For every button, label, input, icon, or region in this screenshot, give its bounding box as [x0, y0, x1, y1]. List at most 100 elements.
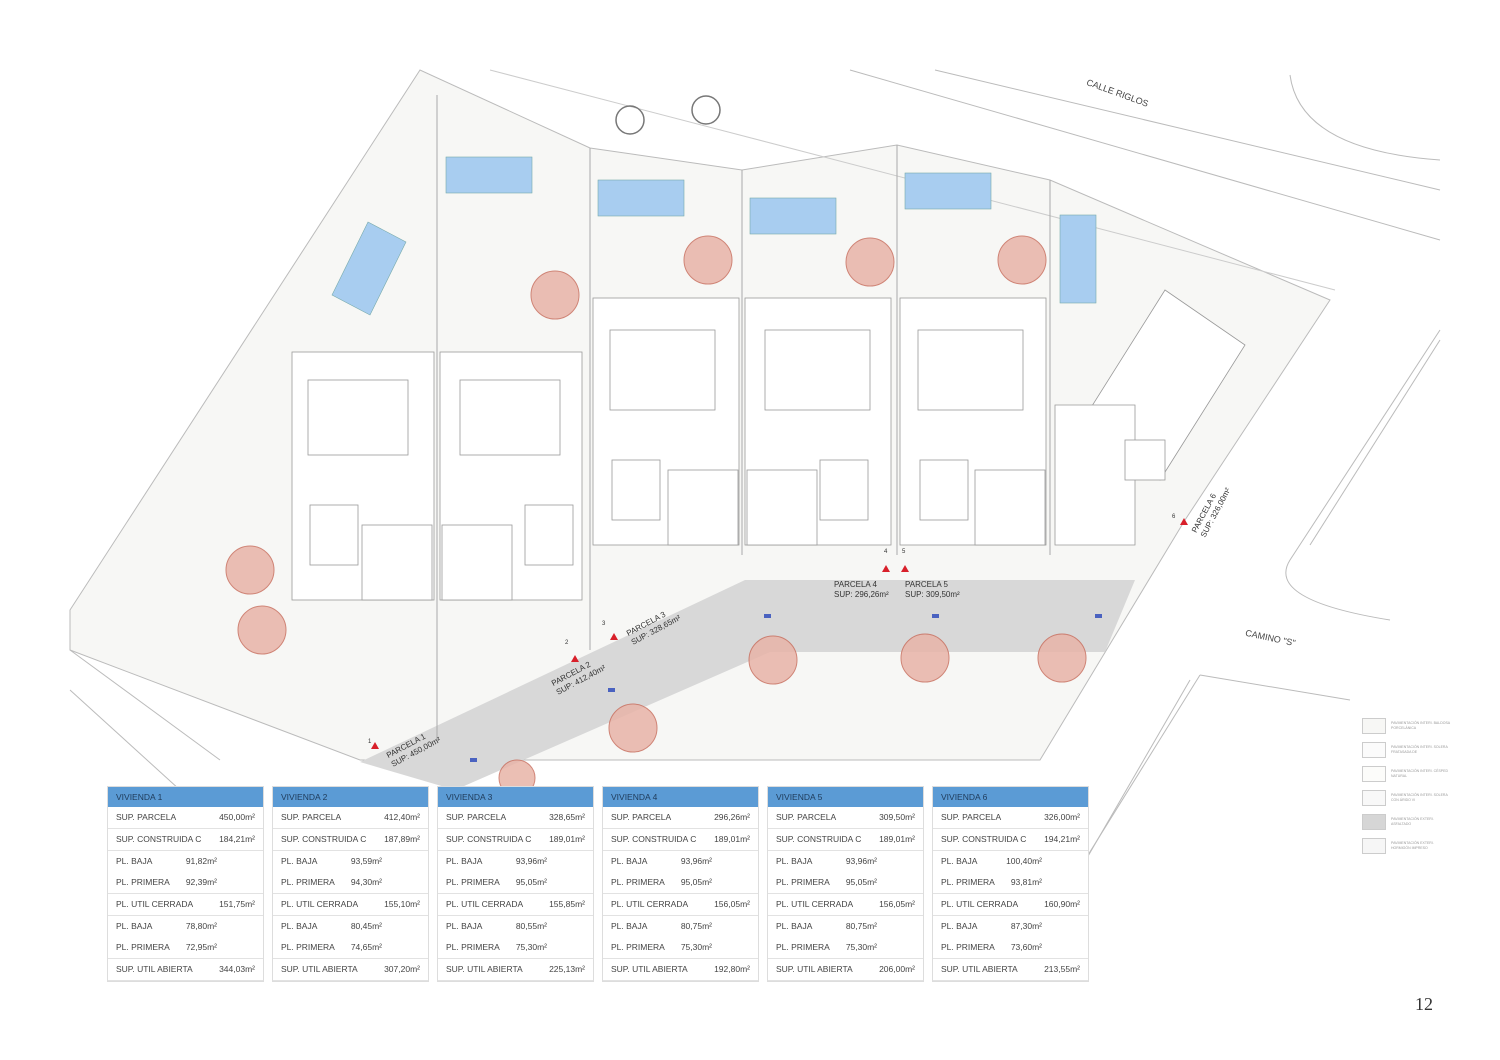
row-label: SUP. UTIL ABIERTA [611, 964, 688, 974]
row-value: 75,30m² [845, 942, 877, 952]
road [360, 580, 1135, 790]
row-value: 344,03m² [219, 964, 255, 974]
row-label: PL. BAJA [611, 921, 648, 931]
row-label: PL. PRIMERA [446, 942, 500, 952]
row-value: 194,21m² [1044, 834, 1080, 844]
legend-label: PAVIMENTACIÓN INTERI. BALDOSA PORCELÁNIC… [1391, 721, 1450, 730]
row-value: 80,75m² [845, 921, 877, 931]
row-value: 192,80m² [714, 964, 750, 974]
row-label: PL. BAJA [281, 921, 318, 931]
legend-swatch [1362, 742, 1386, 758]
legend-swatch [1362, 718, 1386, 734]
row-value: 94,30m² [350, 877, 382, 887]
row-value: 206,00m² [879, 964, 915, 974]
row-value: 189,01m² [714, 834, 750, 844]
legend-item: PAVIMENTACIÓN EXTERI. ASFALTADO [1362, 814, 1452, 830]
legend-item: PAVIMENTACIÓN INTERI. CÉSPED NATURAL [1362, 766, 1452, 782]
row-label: PL. UTIL CERRADA [776, 899, 854, 909]
table-row: PL. PRIMERA 75,30m² [438, 937, 593, 959]
row-value: 80,55m² [515, 921, 547, 931]
row-value: 78,80m² [185, 921, 217, 931]
row-value: 184,21m² [219, 834, 255, 844]
parcel-marker-number: 2 [565, 640, 569, 646]
row-label: SUP. PARCELA [446, 812, 507, 822]
row-value: 93,96m² [845, 856, 877, 866]
legend-label: PAVIMENTACIÓN EXTERI. ASFALTADO [1391, 817, 1434, 826]
row-label: PL. BAJA [611, 856, 648, 866]
street-lights [470, 614, 1102, 762]
parcel-name: PARCELA 4 [834, 580, 877, 589]
row-label: PL. BAJA [941, 921, 978, 931]
parcel-area: SUP: 296,26m² [834, 590, 889, 599]
row-label: SUP. CONSTRUIDA C [941, 834, 1027, 844]
row-label: SUP. PARCELA [611, 812, 672, 822]
row-value: 73,60m² [1010, 942, 1042, 952]
houses [291, 289, 1246, 601]
row-value: 155,10m² [384, 899, 420, 909]
row-value: 326,00m² [1044, 812, 1080, 822]
legend-label: PAVIMENTACIÓN INTERI. SOLERA CON ÁRIDO V… [1391, 793, 1448, 802]
row-label: PL. BAJA [116, 856, 153, 866]
row-value: 309,50m² [879, 812, 915, 822]
row-label: PL. BAJA [941, 856, 978, 866]
row-label: SUP. UTIL ABIERTA [116, 964, 193, 974]
row-label: SUP. UTIL ABIERTA [776, 964, 853, 974]
row-label: PL. BAJA [446, 921, 483, 931]
row-label: SUP. CONSTRUIDA C [281, 834, 367, 844]
row-value: 225,13m² [549, 964, 585, 974]
row-value: 75,30m² [515, 942, 547, 952]
row-value: 74,65m² [350, 942, 382, 952]
row-value: 151,75m² [219, 899, 255, 909]
table-row: PL. BAJA 80,75m² [603, 916, 758, 937]
row-value: 450,00m² [219, 812, 255, 822]
row-label: PL. PRIMERA [941, 877, 995, 887]
row-label: SUP. PARCELA [116, 812, 177, 822]
legend-label: PAVIMENTACIÓN INTERI. SOLERA FRATASADA D… [1391, 745, 1448, 754]
parcel-marker-number: 6 [1172, 514, 1176, 520]
legend-swatch [1362, 790, 1386, 806]
legend-item: PAVIMENTACIÓN EXTERI. HORMIGÓN IMPRESO [1362, 838, 1452, 854]
row-value: 155,85m² [549, 899, 585, 909]
row-value: 80,75m² [680, 921, 712, 931]
row-label: PL. UTIL CERRADA [116, 899, 194, 909]
row-label: PL. PRIMERA [281, 877, 335, 887]
table-header: VIVIENDA 2 [273, 787, 428, 807]
table-row: SUP. UTIL ABIERTA 206,00m² [768, 959, 923, 981]
table-row: PL. BAJA 91,82m² [108, 851, 263, 872]
table-header: VIVIENDA 4 [603, 787, 758, 807]
parcel-marker-number: 1 [368, 739, 372, 745]
row-value: 189,01m² [549, 834, 585, 844]
legend-label: PAVIMENTACIÓN EXTERI. HORMIGÓN IMPRESO [1391, 841, 1434, 850]
legend-item: PAVIMENTACIÓN INTERI. BALDOSA PORCELÁNIC… [1362, 718, 1452, 734]
row-value: 296,26m² [714, 812, 750, 822]
row-label: PL. PRIMERA [611, 942, 665, 952]
parcel-name: PARCELA 5 [905, 580, 948, 589]
row-label: SUP. UTIL ABIERTA [281, 964, 358, 974]
row-label: PL. PRIMERA [116, 877, 170, 887]
row-value: 95,05m² [515, 877, 547, 887]
row-label: PL. PRIMERA [776, 877, 830, 887]
row-value: 91,82m² [185, 856, 217, 866]
